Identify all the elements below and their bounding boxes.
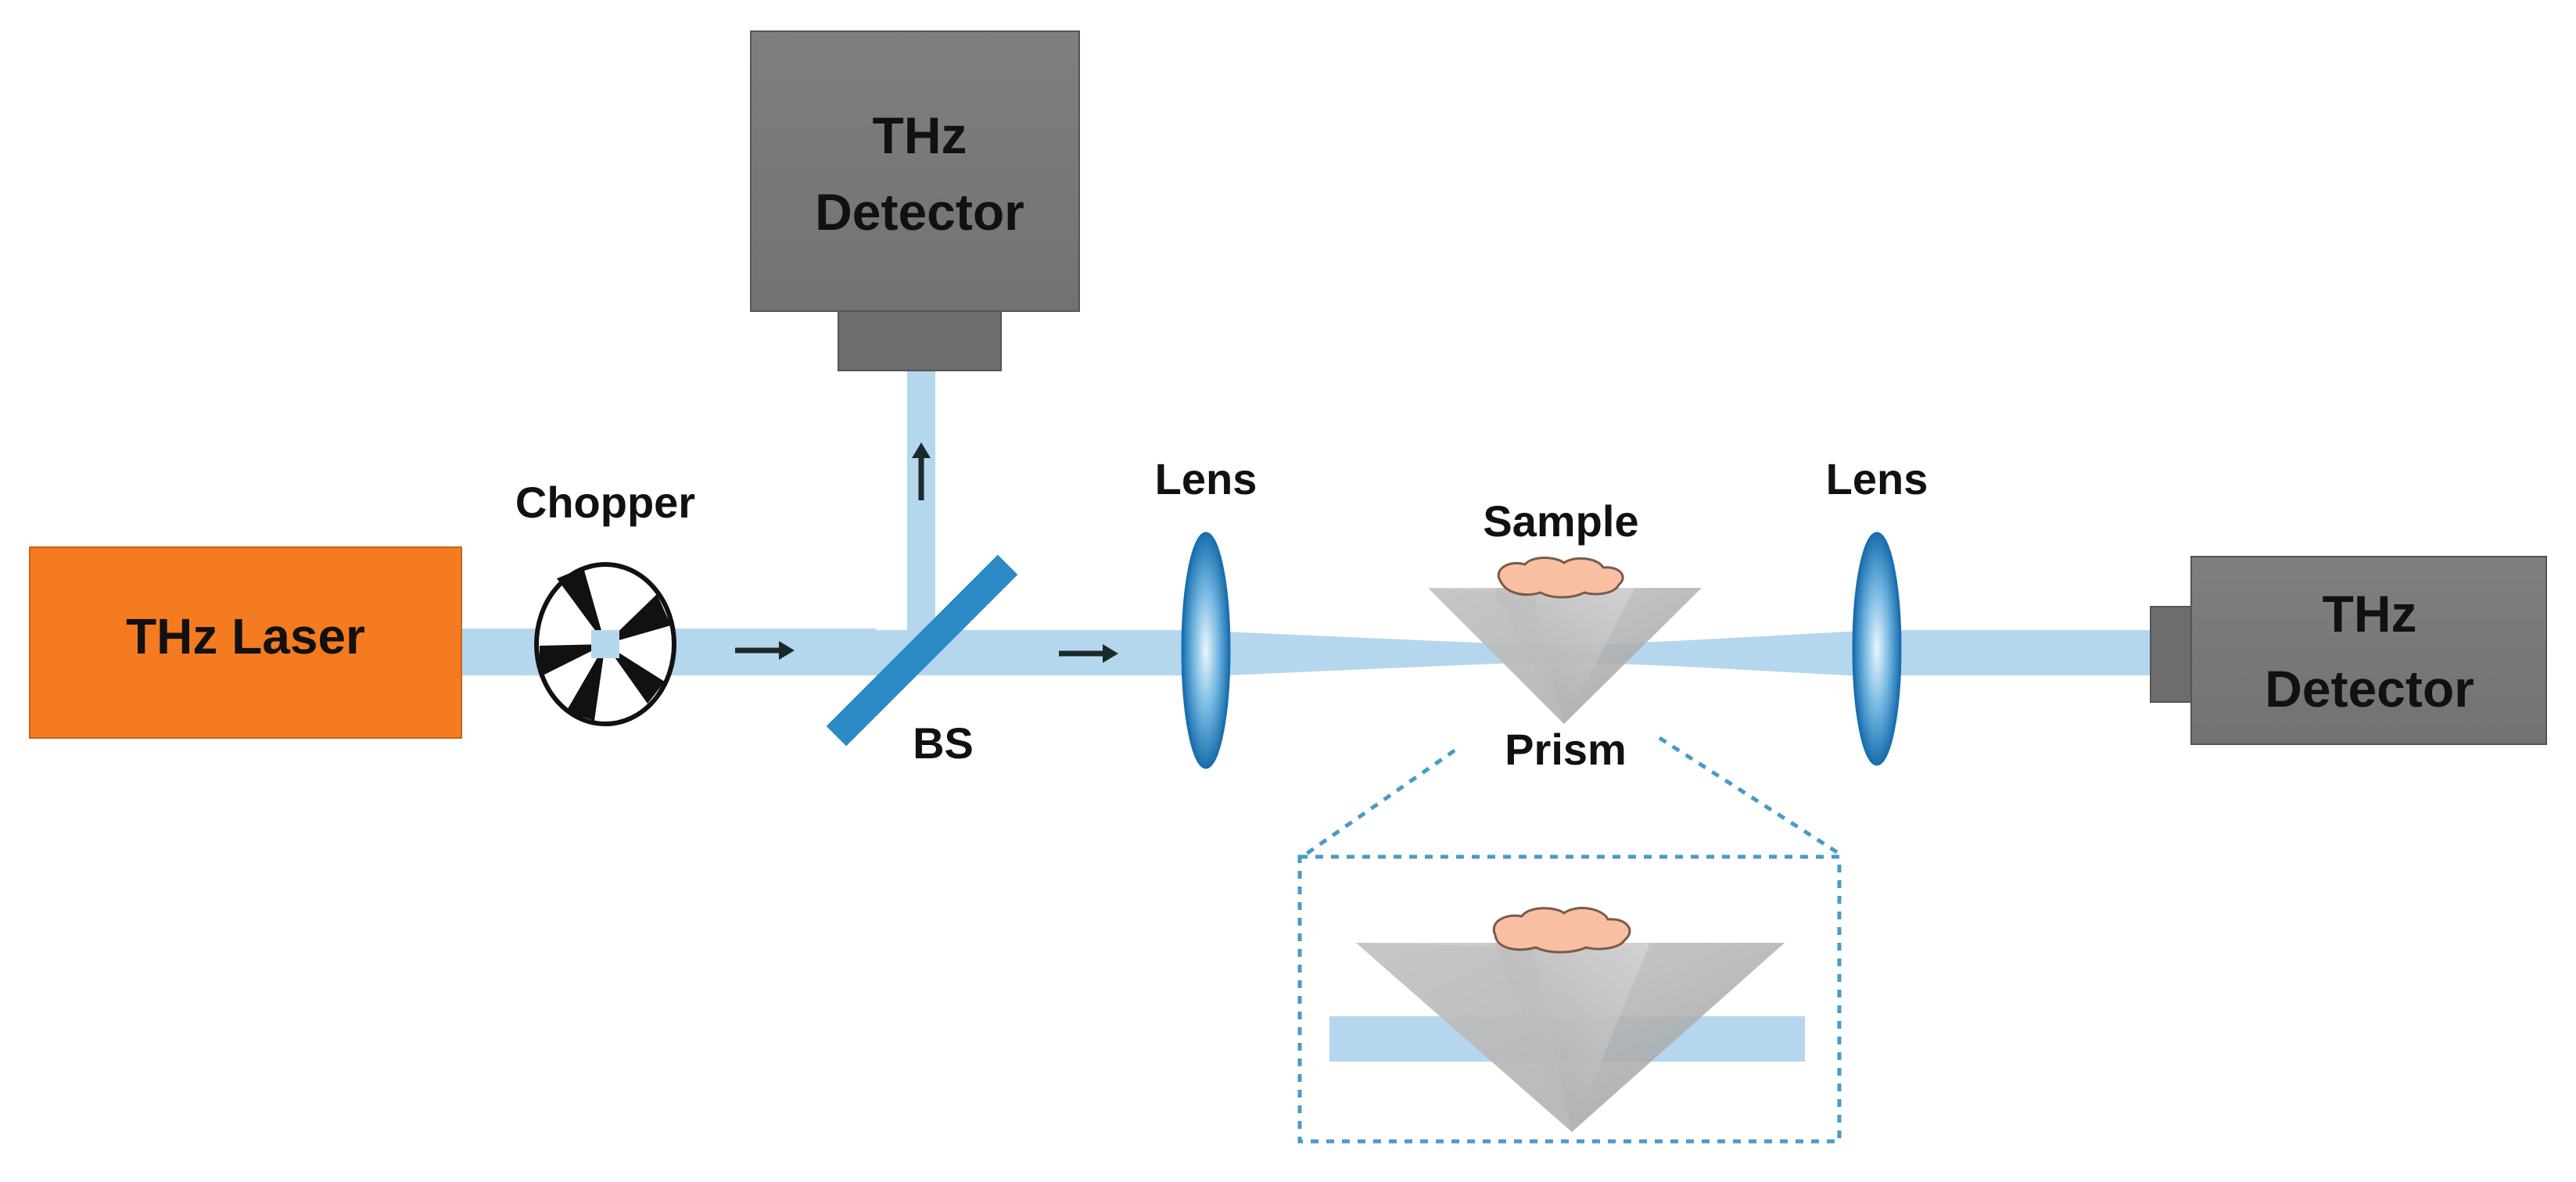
detector-port xyxy=(2150,606,2197,703)
beam-splitter-label: BS xyxy=(913,718,974,768)
inset-border xyxy=(1297,854,1842,1144)
detector-port xyxy=(838,309,1002,371)
lens-2: Lens xyxy=(1826,454,1928,766)
lens-1-label: Lens xyxy=(1155,454,1258,503)
detector-top-label-line1: THz xyxy=(873,106,967,164)
prism-label: Prism xyxy=(1505,725,1627,774)
thz-detector-top: THz Detector xyxy=(750,30,1080,371)
detector-box xyxy=(2190,556,2547,745)
prism-icon xyxy=(1428,588,1702,724)
arrow-right-icon xyxy=(1059,644,1118,663)
detector-right-label-line2: Detector xyxy=(2265,660,2474,718)
beam-path xyxy=(461,371,2312,677)
beam-splitter-plate xyxy=(826,554,1018,747)
prism-detail-inset xyxy=(1297,736,1842,1144)
detector-right-label-line1: THz xyxy=(2323,585,2417,643)
inset-connector-right xyxy=(1658,736,1841,856)
prism-assembly: Sample Prism xyxy=(1428,496,1702,774)
lens-1: Lens xyxy=(1155,454,1258,769)
biconvex-lens-icon xyxy=(1181,532,1231,769)
inset-sample-blob xyxy=(1492,907,1631,954)
arrow-right-icon xyxy=(735,641,795,660)
laser-label: THz Laser xyxy=(126,608,365,664)
biconvex-lens-icon xyxy=(1852,532,1902,766)
inset-prism-icon xyxy=(1356,943,1785,1132)
beam-splitter: BS xyxy=(826,554,1018,768)
chopper-label: Chopper xyxy=(515,478,695,527)
beam-reference-vertical xyxy=(907,371,935,652)
sample-label: Sample xyxy=(1483,496,1638,546)
chopper-wheel-icon xyxy=(534,562,676,726)
thz-detector-right: THz Detector xyxy=(2150,556,2547,745)
direction-arrows xyxy=(735,442,1118,663)
sample-blob xyxy=(1497,557,1624,599)
detector-top-label-line2: Detector xyxy=(815,183,1024,241)
inset-connector-left xyxy=(1298,748,1456,861)
chopper: Chopper xyxy=(515,478,695,726)
detector-box xyxy=(750,30,1080,312)
beam-collimated-segment xyxy=(1877,630,2158,675)
lens-2-label: Lens xyxy=(1826,454,1928,503)
laser-box xyxy=(29,546,462,739)
thz-laser: THz Laser xyxy=(29,546,462,739)
arrow-up-icon xyxy=(912,442,931,500)
